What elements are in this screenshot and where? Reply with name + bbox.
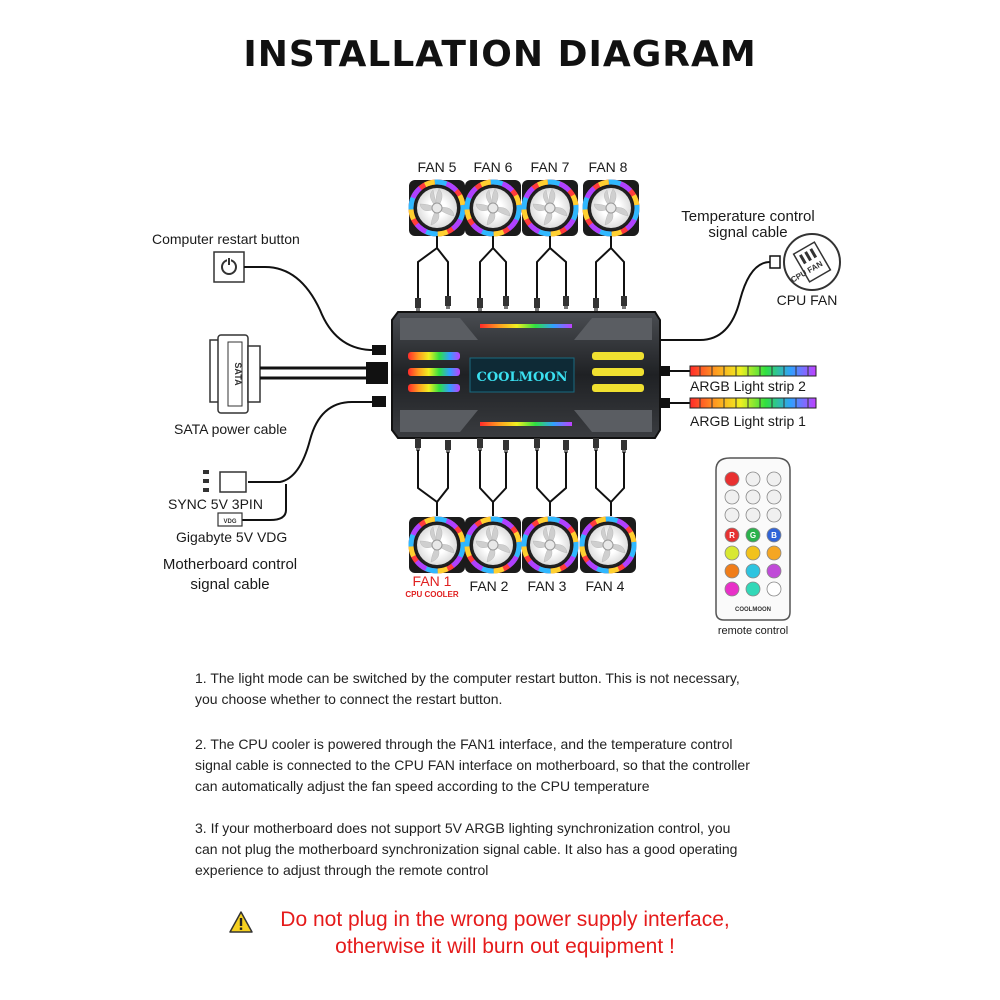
remote-button xyxy=(766,545,782,561)
hub-logo: COOLMOON xyxy=(476,370,567,385)
remote-control-label: remote control xyxy=(717,625,789,637)
warning-line-2: otherwise it will burn out equipment ! xyxy=(335,935,675,958)
sync-3pin-connector-icon xyxy=(203,470,247,493)
argb-strip-1-icon xyxy=(689,397,817,409)
argb-connectors xyxy=(660,366,690,408)
fan-8-icon xyxy=(583,180,639,236)
remote-button xyxy=(745,507,761,523)
vdg-cable xyxy=(242,484,287,521)
bottom-fan-cables xyxy=(417,450,625,516)
cpu-fan-connector-icon xyxy=(783,233,841,291)
fan-2-label: FAN 2 xyxy=(469,578,509,594)
fan-8-label: FAN 8 xyxy=(588,159,628,175)
warning-icon xyxy=(229,911,253,933)
warning-text: Do not plug in the wrong power supply in… xyxy=(190,906,820,960)
argb-strip-2-label: ARGB Light strip 2 xyxy=(690,378,806,394)
remote-button-label: B xyxy=(771,531,777,540)
gigabyte-5v-label: Gigabyte 5V VDG xyxy=(176,529,288,545)
remote-button xyxy=(766,471,782,487)
remote-button xyxy=(766,563,782,579)
argb-strip-2-icon xyxy=(689,365,817,377)
restart-button-label: Computer restart button xyxy=(152,231,300,247)
remote-button xyxy=(745,545,761,561)
fan-7-icon xyxy=(522,180,578,236)
fan-4-label: FAN 4 xyxy=(585,578,625,594)
note-2: 2. The CPU cooler is powered through the… xyxy=(195,736,750,794)
restart-plug xyxy=(372,345,386,355)
remote-button xyxy=(745,563,761,579)
sata-plug xyxy=(366,362,388,384)
cpu-fan-plug xyxy=(769,255,781,269)
remote-button xyxy=(745,527,761,543)
fan-5-icon xyxy=(409,180,465,236)
sata-connector-icon xyxy=(209,334,261,414)
remote-brand: COOLMOON xyxy=(735,607,771,613)
fan-5-label: FAN 5 xyxy=(417,159,457,175)
sync-plug xyxy=(372,396,386,407)
argb-strip-1-label: ARGB Light strip 1 xyxy=(690,413,806,429)
fan-4-icon xyxy=(580,517,636,573)
sync-5v-label: SYNC 5V 3PIN xyxy=(168,496,263,512)
top-fan-cables xyxy=(417,236,625,300)
remote-button-label: G xyxy=(750,531,756,540)
fan-1-sublabel: CPU COOLER xyxy=(405,590,459,599)
sata-cable xyxy=(260,366,370,380)
fan-2-icon xyxy=(465,517,521,573)
sata-connector-label: SATA xyxy=(233,362,243,386)
page-title: INSTALLATION DIAGRAM xyxy=(243,34,757,75)
vdg-connector-label: VDG xyxy=(223,519,236,525)
restart-cable xyxy=(244,266,380,351)
remote-button xyxy=(724,581,740,597)
restart-button-icon xyxy=(213,251,245,283)
fan-1-label: FAN 1 xyxy=(412,573,452,589)
remote-button xyxy=(724,489,740,505)
remote-button xyxy=(766,527,782,543)
remote-button xyxy=(724,471,740,487)
mb-signal-label-2: signal cable xyxy=(190,576,270,593)
remote-button xyxy=(745,581,761,597)
argb-strip-leds xyxy=(699,366,809,408)
remote-button xyxy=(766,581,782,597)
remote-button xyxy=(724,527,740,543)
remote-button xyxy=(745,489,761,505)
note-3: 3. If your motherboard does not support … xyxy=(195,820,738,878)
note-1: 1. The light mode can be switched by the… xyxy=(195,670,740,707)
top-fan-plugs xyxy=(415,296,627,311)
sync-cable xyxy=(248,401,372,483)
warning-line-1: Do not plug in the wrong power supply in… xyxy=(280,908,730,931)
installation-diagram: COOLMOON SATA xyxy=(203,0,841,621)
remote-button xyxy=(745,471,761,487)
remote-button xyxy=(766,507,782,523)
vdg-connector-icon xyxy=(217,512,243,527)
remote-button-label: R xyxy=(729,531,735,540)
remote-button xyxy=(766,489,782,505)
sata-power-label: SATA power cable xyxy=(174,421,288,437)
temp-cable-label-1: Temperature control xyxy=(681,208,815,225)
controller-hub xyxy=(391,311,661,439)
fan-3-label: FAN 3 xyxy=(527,578,567,594)
remote-button xyxy=(724,545,740,561)
temp-cable-label-2: signal cable xyxy=(708,224,788,241)
mb-signal-label-1: Motherboard control xyxy=(162,556,298,573)
remote-button xyxy=(724,563,740,579)
fan-3-icon xyxy=(522,517,578,573)
fan-1-icon xyxy=(409,517,465,573)
fan-6-icon xyxy=(465,180,521,236)
fan-7-label: FAN 7 xyxy=(530,159,570,175)
cpu-fan-label: CPU FAN xyxy=(776,292,838,308)
cpu-fan-cable xyxy=(660,261,778,341)
remote-button xyxy=(724,507,740,523)
fan-6-label: FAN 6 xyxy=(473,159,513,175)
